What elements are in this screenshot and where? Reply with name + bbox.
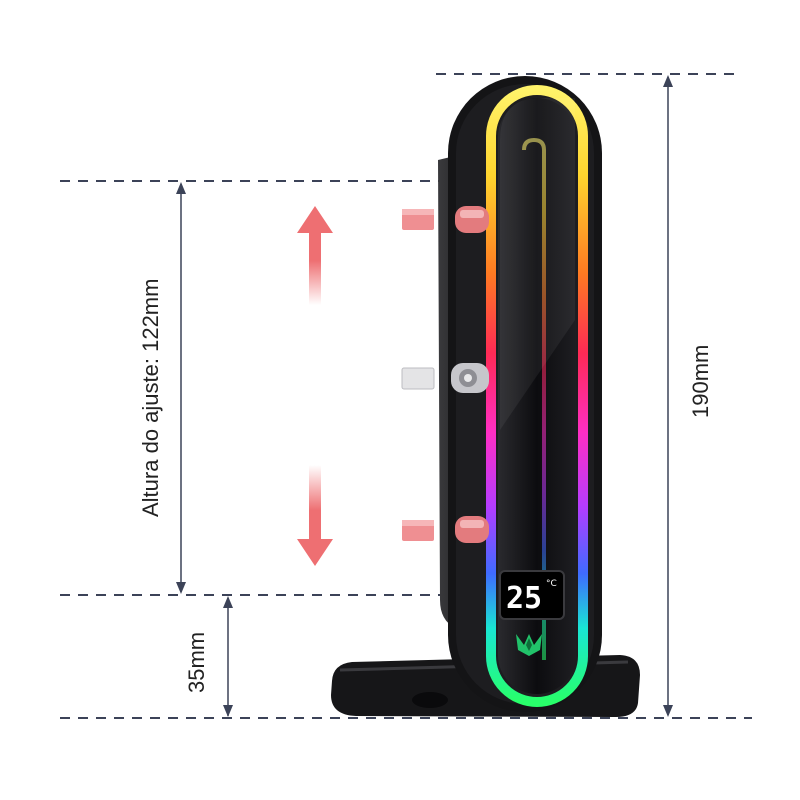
base-arrowhead-top (223, 596, 233, 608)
total-arrowhead-bottom (663, 705, 673, 717)
rgb-light-ring (486, 85, 588, 707)
dimension-arrows (176, 75, 673, 717)
support-pin-top (402, 206, 489, 233)
adjust-height-label: Altura do ajuste: 122mm (138, 279, 163, 517)
total-height-label: 190mm (688, 345, 713, 418)
dashed-guides (60, 73, 752, 719)
temperature-display (499, 570, 565, 620)
total-arrowhead-top (663, 75, 673, 87)
adjust-arrowhead-top (176, 182, 186, 194)
support-pin-middle (401, 363, 489, 393)
brand-logo-icon (516, 634, 542, 656)
base-height-label: 35mm (184, 632, 209, 693)
up-arrow-icon (297, 206, 333, 305)
base-arrowhead-bottom (223, 705, 233, 717)
adjust-arrowhead-bottom (176, 582, 186, 594)
inner-glass (498, 98, 576, 694)
support-pin-bottom (402, 516, 489, 543)
temperature-unit: °C (546, 579, 557, 589)
gpu-support-stand: 25 °C (331, 76, 640, 717)
temperature-value: 25 (506, 581, 542, 616)
down-arrow-icon (297, 465, 333, 566)
